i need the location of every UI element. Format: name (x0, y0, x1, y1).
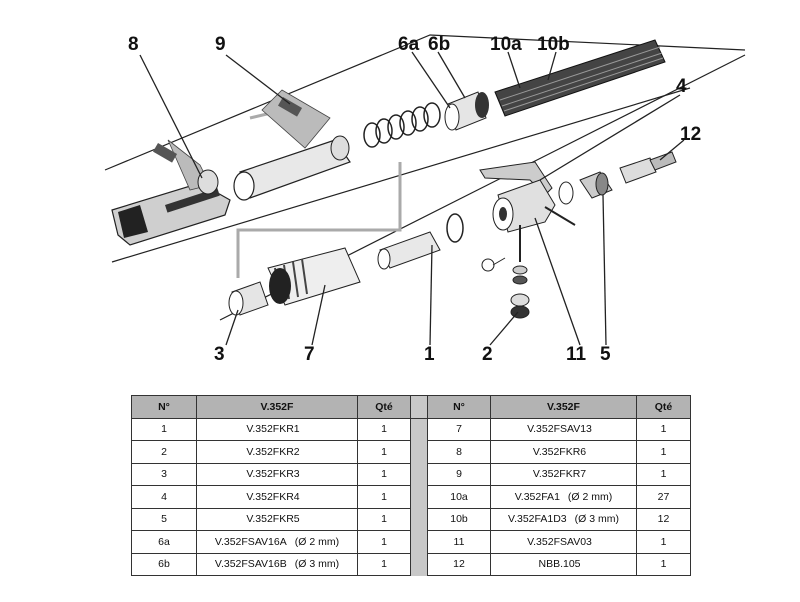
table-row: 1 V.352FKR1 1 7 V.352FSAV13 1 (131, 417, 691, 441)
table-divider (410, 440, 428, 463)
header-qty-left: Qté (357, 395, 411, 419)
part-12-connector (619, 151, 677, 184)
part-quantity: 1 (636, 552, 691, 576)
part-number: 12 (427, 552, 491, 576)
part-reference: V.352FKR2 (196, 440, 358, 464)
callout-leaders (139, 51, 685, 346)
part-reference: NBB.105 (490, 552, 637, 576)
part-9-body (233, 89, 351, 201)
part-6b-needle-holder (444, 91, 489, 131)
part-quantity: 1 (357, 530, 411, 554)
callout-1: 1 (424, 344, 435, 365)
table-row: 6a V.352FSAV16A(Ø 2 mm) 1 11 V.352FSAV03… (131, 530, 691, 554)
table-row: 6b V.352FSAV16B(Ø 3 mm) 1 12 NBB.105 1 (131, 552, 691, 576)
part-reference: V.352FKR3 (196, 462, 358, 486)
part-quantity: 1 (636, 417, 691, 441)
table-row: 3 V.352FKR3 1 9 V.352FKR7 1 (131, 462, 691, 486)
callout-4: 4 (676, 76, 687, 97)
part-reference: V.352FKR7 (490, 462, 637, 486)
part-number: 10a (427, 485, 491, 509)
callout-8: 8 (128, 34, 139, 55)
table-divider (410, 553, 428, 576)
part-number: 6a (131, 530, 197, 554)
part-quantity: 1 (357, 552, 411, 576)
part-quantity: 1 (357, 507, 411, 531)
callout-10a: 10a (490, 34, 522, 55)
part-quantity: 1 (636, 530, 691, 554)
table-divider (410, 530, 428, 553)
header-ref-left: V.352F (196, 395, 358, 419)
header-no-left: N° (131, 395, 197, 419)
part-7-coupling (267, 247, 361, 306)
part-5-fitting (558, 171, 613, 205)
callout-9: 9 (215, 34, 226, 55)
part-number: 4 (131, 485, 197, 509)
part-1-piston (377, 213, 464, 270)
part-quantity: 1 (357, 440, 411, 464)
part-number: 7 (427, 417, 491, 441)
callout-10b: 10b (537, 34, 570, 55)
part-reference: V.352FSAV13 (490, 417, 637, 441)
part-number: 5 (131, 507, 197, 531)
part-quantity: 1 (636, 462, 691, 486)
table-header-row: N° V.352F Qté N° V.352F Qté (131, 395, 691, 419)
parts-table: N° V.352F Qté N° V.352F Qté 1 V.352FKR1 … (131, 395, 691, 576)
callout-2: 2 (482, 344, 493, 365)
header-no-right: N° (427, 395, 491, 419)
part-number: 10b (427, 507, 491, 531)
part-number: 9 (427, 462, 491, 486)
header-qty-right: Qté (636, 395, 691, 419)
part-reference: V.352FSAV16B(Ø 3 mm) (196, 552, 358, 576)
part-reference: V.352FKR5 (196, 507, 358, 531)
part-number: 11 (427, 530, 491, 554)
callout-7: 7 (304, 344, 315, 365)
callout-6b: 6b (428, 34, 450, 55)
table-divider (410, 463, 428, 486)
table-divider (410, 418, 428, 441)
table-row: 2 V.352FKR2 1 8 V.352FKR6 1 (131, 440, 691, 464)
part-reference: V.352FSAV16A(Ø 2 mm) (196, 530, 358, 554)
callout-5: 5 (600, 344, 611, 365)
part-3-nozzle (228, 281, 269, 316)
part-reference: V.352FSAV03 (490, 530, 637, 554)
part-number: 6b (131, 552, 197, 576)
part-reference: V.352FA1D3(Ø 3 mm) (490, 507, 637, 531)
part-quantity: 1 (636, 440, 691, 464)
part-number: 1 (131, 417, 197, 441)
part-number: 3 (131, 462, 197, 486)
part-quantity: 1 (357, 485, 411, 509)
part-quantity: 1 (357, 417, 411, 441)
callout-3: 3 (214, 344, 225, 365)
part-reference: V.352FKR1 (196, 417, 358, 441)
part-2-valve-stem (481, 225, 530, 319)
part-quantity: 1 (357, 462, 411, 486)
part-8-handle (111, 139, 231, 246)
part-number: 8 (427, 440, 491, 464)
part-number: 2 (131, 440, 197, 464)
part-reference: V.352FKR4 (196, 485, 358, 509)
part-6a-spring (363, 102, 441, 148)
callout-6a: 6a (398, 34, 420, 55)
part-reference: V.352FA1(Ø 2 mm) (490, 485, 637, 509)
part-quantity: 12 (636, 507, 691, 531)
header-ref-right: V.352F (490, 395, 637, 419)
callout-11: 11 (566, 344, 587, 365)
callout-labels: 8 9 6a 6b 10a 10b 4 12 3 7 1 2 11 5 (128, 34, 701, 365)
part-10-needle-bundle (494, 39, 666, 117)
part-11-valve-body (492, 179, 576, 233)
callout-12: 12 (680, 124, 701, 145)
table-divider (410, 485, 428, 508)
table-divider (410, 395, 428, 419)
table-row: 5 V.352FKR5 1 10b V.352FA1D3(Ø 3 mm) 12 (131, 507, 691, 531)
table-divider (410, 508, 428, 531)
part-quantity: 27 (636, 485, 691, 509)
part-reference: V.352FKR6 (490, 440, 637, 464)
table-row: 4 V.352FKR4 1 10a V.352FA1(Ø 2 mm) 27 (131, 485, 691, 509)
exploded-parts-diagram: 8 9 6a 6b 10a 10b 4 12 3 7 1 2 11 5 (104, 34, 746, 365)
